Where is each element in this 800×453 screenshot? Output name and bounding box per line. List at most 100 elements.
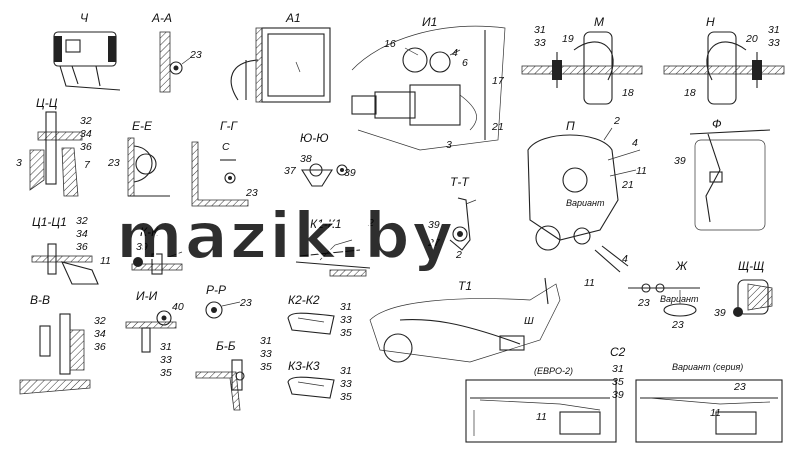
- note-variant-p: Вариант: [566, 198, 605, 208]
- callout-3: 3: [446, 139, 452, 151]
- callout-37: 37: [284, 165, 297, 177]
- callout-23-e: 23: [107, 157, 120, 169]
- callout-33-n: 33: [768, 37, 780, 49]
- callout-33-b: 33: [260, 348, 272, 360]
- label-s2: С2: [610, 345, 626, 359]
- callout-16: 16: [384, 38, 396, 50]
- callout-38: 38: [300, 153, 312, 165]
- callout-34-ts1: 34: [76, 228, 88, 240]
- callout-35-k2: 35: [340, 327, 352, 339]
- callout-19: 19: [562, 33, 574, 45]
- note-variant-zh: Вариант: [660, 294, 699, 304]
- callout-11-s2: 11: [536, 411, 547, 423]
- label-s: С: [222, 141, 230, 153]
- callout-31-k3: 31: [340, 365, 352, 377]
- callout-11-ts1: 11: [100, 255, 111, 267]
- callout-21: 21: [491, 121, 504, 133]
- view-s2: [465, 379, 617, 443]
- view-k3-k3: [287, 376, 335, 399]
- callout-18-n: 18: [684, 87, 696, 99]
- label-t1: Т1: [458, 279, 472, 293]
- callout-18: 18: [622, 87, 634, 99]
- callout-35-k3: 35: [340, 391, 352, 403]
- callout-36-ts1: 36: [76, 241, 88, 253]
- callout-33-k3: 33: [340, 378, 352, 390]
- view-k-k: [131, 251, 183, 275]
- view-ts1-ts1: [31, 243, 99, 285]
- label-shch-shch: Щ-Щ: [738, 259, 764, 273]
- callout-4-p: 4: [632, 137, 638, 149]
- callout-39: 39: [344, 167, 356, 179]
- callout-3-ts: 3: [16, 157, 22, 169]
- callout-34-v: 34: [94, 328, 106, 340]
- callout-33-i: 33: [160, 354, 172, 366]
- callout-39-shch: 39: [714, 307, 726, 319]
- label-ts1-ts1: Ц1-Ц1: [32, 215, 67, 229]
- callout-35-s2: 35: [612, 376, 624, 388]
- callout-4: 4: [452, 47, 458, 59]
- callout-21-p: 21: [621, 179, 634, 191]
- callout-6: 6: [462, 57, 468, 69]
- callout-31-n: 31: [768, 24, 780, 36]
- view-ch: [53, 31, 121, 91]
- callout-11-vs: 11: [710, 407, 721, 419]
- label-f: Ф: [712, 117, 722, 131]
- view-zh: [628, 283, 700, 317]
- callout-36-v: 36: [94, 341, 106, 353]
- callout-31: 31: [534, 24, 546, 36]
- view-n: [663, 31, 785, 105]
- callout-33: 33: [534, 37, 546, 49]
- callout-2-t: 2: [455, 249, 462, 261]
- view-g-g: [191, 141, 249, 207]
- callout-31-k2: 31: [340, 301, 352, 313]
- view-ts-ts: [29, 111, 83, 197]
- view-yu-yu: [301, 163, 348, 187]
- callout-20: 20: [745, 33, 758, 45]
- view-k2-k2: [287, 312, 335, 335]
- view-a1: [230, 27, 331, 103]
- label-i1: И1: [422, 15, 437, 29]
- view-k1-k1: [295, 239, 371, 277]
- view-t1: [369, 277, 561, 363]
- callout-4-p2: 4: [622, 253, 628, 265]
- label-g-g: Г-Г: [220, 119, 239, 133]
- label-zh: Ж: [675, 259, 688, 273]
- label-i-i: И-И: [136, 289, 158, 303]
- label-a-a: А-А: [151, 11, 172, 25]
- label-yu-yu: Ю-Ю: [300, 131, 329, 145]
- view-e-e: [127, 137, 170, 197]
- note-variant-series: Вариант (серия): [672, 362, 743, 372]
- label-ts-ts: Ц-Ц: [36, 96, 58, 110]
- label-n: Н: [706, 15, 715, 29]
- callout-2-k1: 2: [367, 217, 374, 229]
- callout-32-ts1: 32: [76, 215, 88, 227]
- label-a1: А1: [285, 11, 301, 25]
- label-b-b: Б-Б: [216, 339, 236, 353]
- view-p: [527, 127, 641, 273]
- callout-35-b: 35: [260, 361, 272, 373]
- callout-17: 17: [492, 75, 505, 87]
- callout-36: 36: [80, 141, 92, 153]
- label-e-e: Е-Е: [132, 119, 153, 133]
- view-v-v: [19, 313, 91, 395]
- callout-31-s2: 31: [612, 363, 624, 375]
- callout-7: 7: [84, 159, 91, 171]
- callout-31-b: 31: [260, 335, 272, 347]
- view-r-r: [205, 301, 241, 319]
- label-t-t: Т-Т: [450, 175, 470, 189]
- label-sh: Ш: [524, 315, 534, 327]
- view-i1: [351, 25, 506, 151]
- callout-39-s2: 39: [612, 389, 624, 401]
- callout-11-p: 11: [636, 165, 647, 177]
- callout-32-v: 32: [94, 315, 106, 327]
- view-t-t: [449, 197, 477, 251]
- callout-23-zh2: 23: [671, 319, 684, 331]
- view-variant-series: [635, 379, 783, 443]
- callout-33-k2: 33: [340, 314, 352, 326]
- label-ch: Ч: [80, 11, 89, 25]
- label-v-v: В-В: [30, 293, 50, 307]
- label-k-k: К-К: [140, 225, 159, 239]
- view-b-b: [195, 359, 245, 411]
